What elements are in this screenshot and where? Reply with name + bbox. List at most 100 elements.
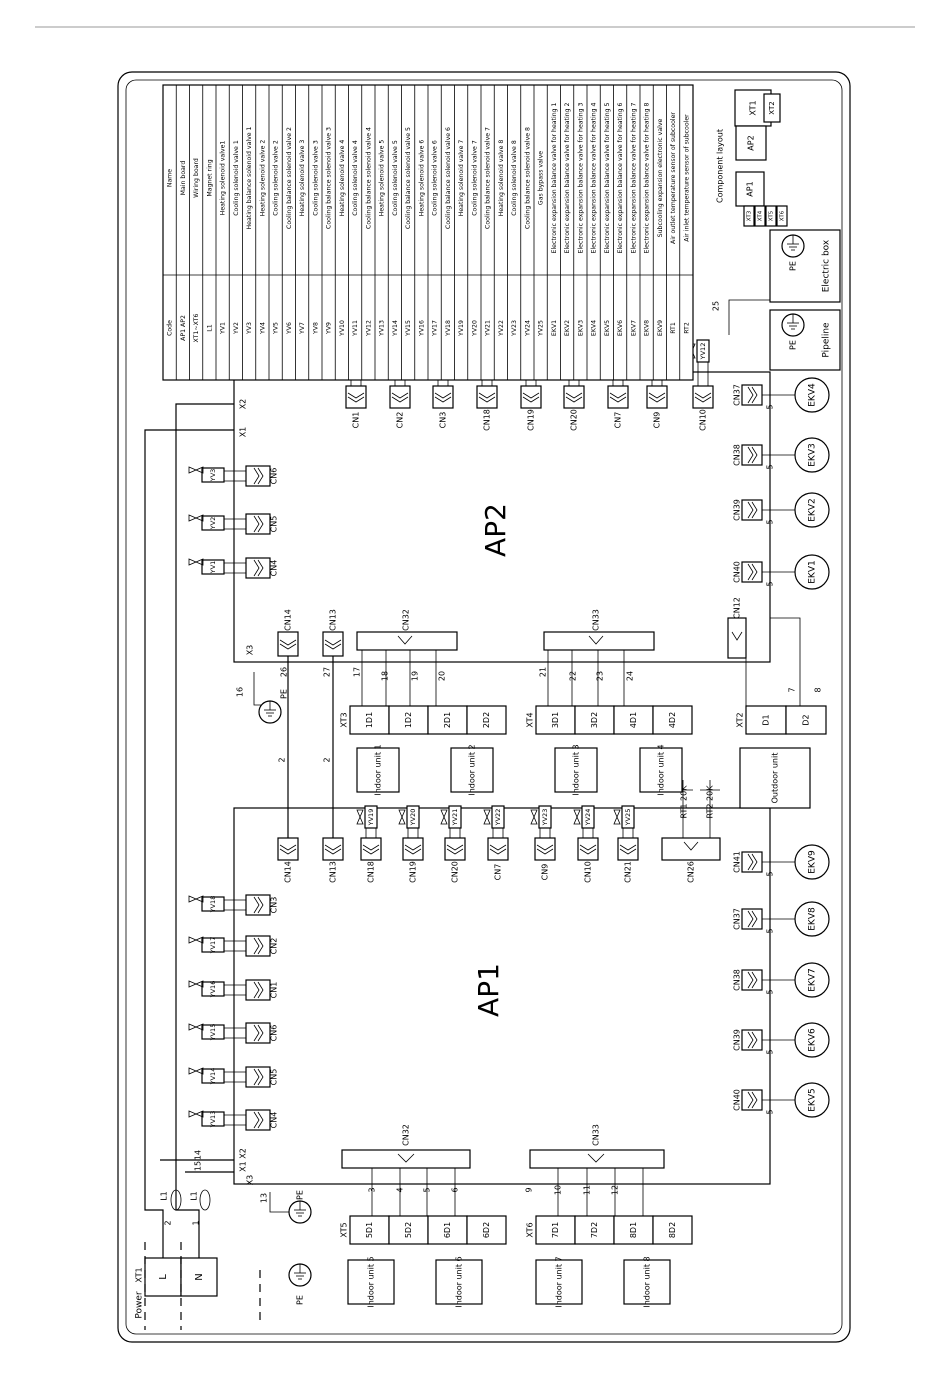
rt1-label: RT1 20K: [680, 785, 689, 819]
legend-code-ekv6: EKV6: [617, 320, 624, 336]
legend-name-rt1: Air outlet temperature sensor of subcool…: [670, 112, 677, 244]
legend-name-yv18: Cooling balance solenoid valve 6: [445, 127, 452, 229]
xt6-label: XT6: [526, 1222, 535, 1237]
ap1-cn9-connector-chevron: [536, 844, 554, 851]
ap1-yv25-label: YV25: [624, 809, 632, 827]
ap2-valve-body: [188, 466, 204, 474]
ap2-cn32-chevron: [397, 635, 413, 645]
ap1-x3-label: X3: [246, 1175, 255, 1186]
wire-number-16: 16: [236, 687, 245, 697]
ap2-cn3-connector-body: [432, 385, 454, 409]
ap2-ekv3-motor: [794, 437, 830, 473]
ap1-cn10-connector-chevron: [579, 848, 597, 855]
ap1-cn5-connector-body: [245, 1066, 271, 1088]
ap2-cn2-connector-body: [389, 385, 411, 409]
indoor-unit-1-box: [356, 747, 400, 793]
ap2-cn14-connector-chevron: [279, 639, 297, 646]
ap1-cn13-connector-chevron: [324, 848, 342, 855]
ap1-cn32-label: CN32: [402, 1124, 411, 1146]
legend-name-ekv8: Electronic expansion balance valve for h…: [644, 102, 651, 253]
xt6-7d1-label: 7D1: [551, 1222, 560, 1238]
ap2-cn20-connector-chevron: [565, 396, 583, 403]
ap2-cn40-connector-chevron: [747, 563, 754, 581]
legend-code-ekv5: EKV5: [604, 320, 611, 336]
ap1-cn19-connector-body: [402, 837, 424, 861]
ap1-valve-body: [188, 980, 204, 988]
xt4-4d1-cell: [613, 705, 654, 735]
legend-code-yv20: YV20: [471, 320, 478, 337]
ap1-cn2-connector-chevron: [257, 937, 264, 955]
ap1-cn6-connector-body: [245, 1022, 271, 1044]
ap1-yv24-coil: [581, 805, 595, 829]
legend-name-code: Name: [167, 169, 174, 187]
ap2-cn10-connector-body: [692, 385, 714, 409]
ap2-x1-label: X1: [239, 427, 248, 438]
ap1-cn6-connector-chevron: [253, 1024, 260, 1042]
ap1-yv24-label: YV24: [584, 809, 592, 827]
xt4-4d1-label: 4D1: [629, 712, 638, 728]
component-layout-xt3: XT3: [747, 210, 753, 221]
ap2-board: [233, 371, 771, 663]
wire-number-17: 17: [353, 667, 362, 677]
ap1-cn3-connector-chevron: [257, 896, 264, 914]
ap2-yv12-coil: [696, 339, 710, 363]
ap1-cn40-pin-count: 5: [766, 1109, 775, 1114]
ap2-cn1-connector-body: [345, 385, 367, 409]
legend-code-ekv8: EKV8: [644, 320, 651, 336]
ap1-cn14-label: CN14: [284, 861, 293, 883]
ap1-cn1-connector-chevron: [253, 981, 260, 999]
ap1-board-label: AP1: [472, 963, 505, 1017]
ap2-cn5-connector-chevron: [253, 515, 260, 533]
xt3-2d2-label: 2D2: [482, 712, 491, 728]
ap1-cn13-connector-body: [322, 837, 344, 861]
ap1-valve-body: [188, 1067, 204, 1075]
wire-number-19: 19: [411, 671, 420, 681]
xt1-n-label: N: [194, 1273, 205, 1280]
ap1-yv18-label: YV18: [209, 896, 217, 914]
ap1-ekv5-label: EKV5: [808, 1088, 818, 1111]
ap2-board-label: AP2: [479, 503, 512, 557]
ap1-cn38-connector-chevron: [747, 971, 754, 989]
ap2-cn39-pin-count: 5: [766, 519, 775, 524]
ap2-cn14-connector-body: [277, 631, 299, 657]
ap2-cn10-label: CN10: [699, 409, 708, 431]
component-layout-xt5: XT5: [769, 210, 775, 221]
ap2-cn12-chevron: [731, 631, 743, 641]
ap2-cn38-pin-count: 5: [766, 464, 775, 469]
xt5-6d2-cell: [466, 1215, 507, 1245]
ap2-cn40-connector-chevron: [751, 563, 758, 581]
legend-name-yv24: Cooling balance solenoid valve 8: [524, 127, 531, 229]
ap1-cn41-connector-body: [741, 851, 763, 873]
legend-name-yv9: Cooling balance solenoid valve 3: [326, 127, 333, 229]
component-layout-xt5-box: [765, 205, 777, 227]
legend-name-yv7: Heating solenoid valve 3: [299, 140, 306, 217]
component-layout-xt1: XT1: [749, 100, 758, 115]
legend-code-l1: L1: [206, 324, 213, 331]
indoor-unit-8-label: Indoor unit 8: [643, 1256, 652, 1307]
ap1-yv22-label: YV22: [494, 809, 502, 827]
ap1-cn10-label: CN10: [584, 861, 593, 883]
ap1-yv20-coil: [406, 805, 420, 829]
component-layout-xt4-box: [754, 205, 766, 227]
indoor-unit-2-box: [450, 747, 494, 793]
legend-code-ekv4: EKV4: [591, 320, 598, 336]
l1-label-lower: L1: [190, 1191, 199, 1201]
ap2-cn13-connector-chevron: [324, 639, 342, 646]
ap2-cn3-connector-chevron: [434, 396, 452, 403]
wire-number-20: 20: [438, 671, 447, 681]
l1-coil-lower: [199, 1189, 211, 1211]
ap1-cn20-connector-chevron: [446, 844, 464, 851]
wire-number-24: 24: [626, 671, 635, 681]
legend-name-yv6: Cooling balance solenoid valve 2: [286, 127, 293, 229]
ap1-cn7-connector-chevron: [489, 844, 507, 851]
legend-name-ekv4: Electronic expansion balance valve for h…: [591, 102, 598, 253]
legend-code-yv15: YV15: [405, 320, 412, 337]
legend-name-yv12: Cooling balance solenoid valve 4: [365, 127, 372, 229]
ap1-cn7-label: CN7: [494, 864, 503, 881]
ap1-cn41-connector-chevron: [747, 853, 754, 871]
ap2-cn38-connector-chevron: [747, 446, 754, 464]
ap2-cn10-connector-chevron: [694, 392, 712, 399]
ap2-cn7-connector-body: [607, 385, 629, 409]
pipeline-box: [769, 309, 841, 371]
wire-number-22: 22: [569, 671, 578, 681]
